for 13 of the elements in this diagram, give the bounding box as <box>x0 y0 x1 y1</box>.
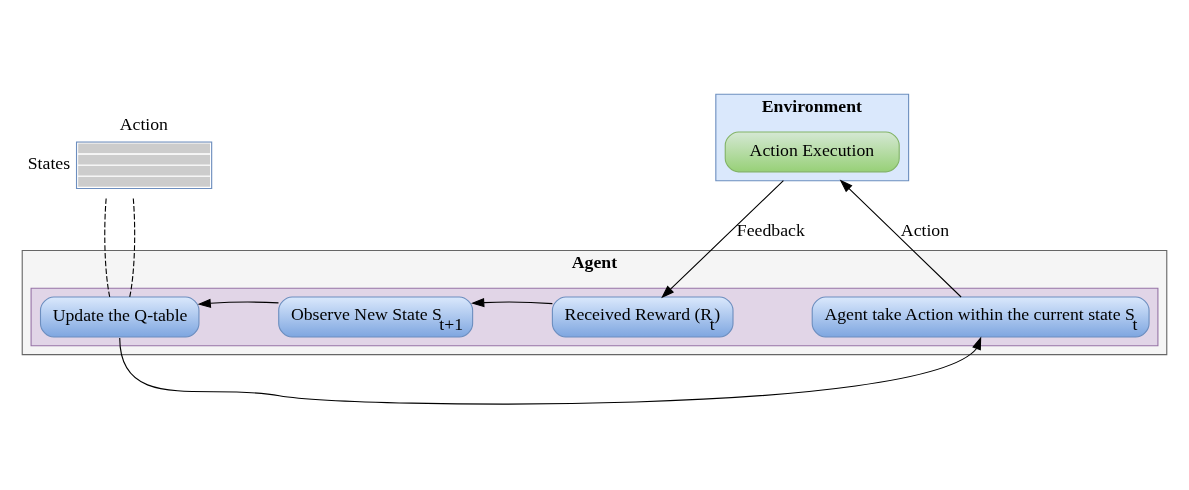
node-label: Action <box>119 113 168 134</box>
arrow <box>471 297 553 308</box>
node-label: States <box>27 153 71 174</box>
arrow <box>197 298 280 308</box>
edge-label: Action <box>900 219 950 240</box>
connector <box>104 196 111 298</box>
connector <box>129 196 136 298</box>
edge-label: Feedback <box>736 219 805 240</box>
node-box: Update the Q-table <box>39 296 200 338</box>
arrow <box>839 179 962 298</box>
arrow <box>119 336 982 405</box>
arrow <box>661 180 784 299</box>
node-box: Action Execution <box>724 131 900 173</box>
